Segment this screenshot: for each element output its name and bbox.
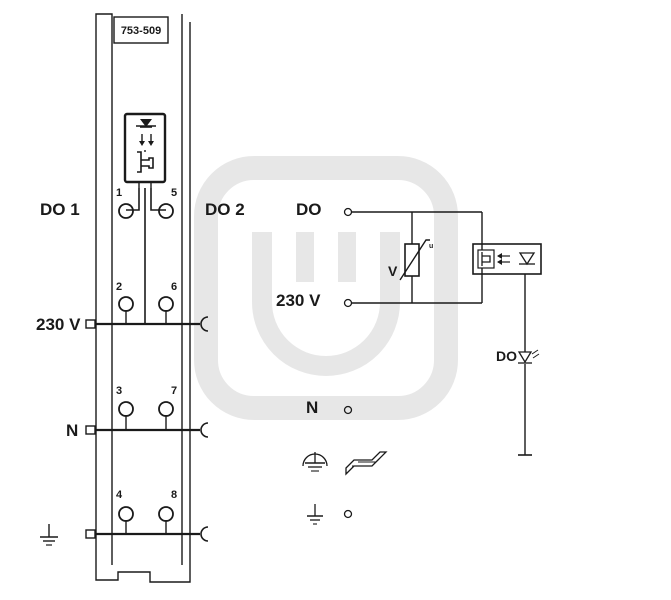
label-n-left: N bbox=[66, 421, 78, 440]
varistor-label-v: V bbox=[388, 263, 398, 279]
terminal-row-n bbox=[85, 401, 209, 438]
part-number: 753-509 bbox=[121, 25, 161, 37]
terminal-1[interactable] bbox=[118, 203, 134, 219]
terminal-7[interactable] bbox=[158, 401, 174, 417]
circuit-label-do: DO bbox=[296, 200, 322, 219]
bus-contact-right bbox=[200, 316, 209, 332]
ground-icon bbox=[40, 524, 58, 546]
watermark-logo bbox=[194, 156, 458, 420]
led-branch bbox=[518, 274, 532, 456]
terminal-3[interactable] bbox=[118, 401, 134, 417]
circuit-label-230v: 230 V bbox=[276, 291, 321, 310]
terminal-number-6: 6 bbox=[171, 281, 177, 293]
terminal-4[interactable] bbox=[118, 506, 134, 522]
ground-icon-right bbox=[307, 504, 323, 525]
terminal-number-3: 3 bbox=[116, 385, 122, 397]
terminal-row-do bbox=[118, 203, 174, 219]
relay-icon bbox=[123, 112, 167, 188]
terminal-row-pe bbox=[85, 506, 209, 542]
label-do1: DO 1 bbox=[40, 200, 80, 219]
terminal-row-230v bbox=[85, 296, 209, 332]
module-internal-wiring bbox=[126, 188, 166, 324]
varistor-icon: V u bbox=[388, 239, 433, 281]
circuit-terminal-n[interactable] bbox=[343, 405, 353, 415]
terminal-number-4: 4 bbox=[116, 489, 123, 501]
circuit-terminals bbox=[343, 207, 353, 519]
label-230v-left: 230 V bbox=[36, 315, 81, 334]
circuit-terminal-230v[interactable] bbox=[343, 298, 353, 308]
terminal-8[interactable] bbox=[158, 506, 174, 522]
terminal-2[interactable] bbox=[118, 296, 134, 312]
din-rail-icon bbox=[345, 451, 388, 476]
led-label-do: DO bbox=[496, 348, 517, 364]
led-icon bbox=[517, 349, 540, 364]
label-do2: DO 2 bbox=[205, 200, 245, 219]
terminal-5[interactable] bbox=[158, 203, 174, 219]
terminal-number-2: 2 bbox=[116, 281, 122, 293]
protective-earth-icon bbox=[302, 452, 328, 472]
circuit-label-n: N bbox=[306, 398, 318, 417]
circuit-wiring bbox=[352, 211, 483, 304]
circuit-terminal-ground[interactable] bbox=[343, 509, 353, 519]
circuit-terminal-do[interactable] bbox=[343, 207, 353, 217]
module-body: 753-509 bbox=[95, 13, 191, 583]
terminal-6[interactable] bbox=[158, 296, 174, 312]
terminal-number-5: 5 bbox=[171, 187, 177, 199]
terminal-number-8: 8 bbox=[171, 489, 177, 501]
terminal-number-1: 1 bbox=[116, 187, 122, 199]
optocoupler-icon bbox=[472, 243, 542, 275]
varistor-label-u: u bbox=[429, 243, 433, 250]
bus-contact-left bbox=[85, 319, 96, 329]
terminal-number-7: 7 bbox=[171, 385, 177, 397]
